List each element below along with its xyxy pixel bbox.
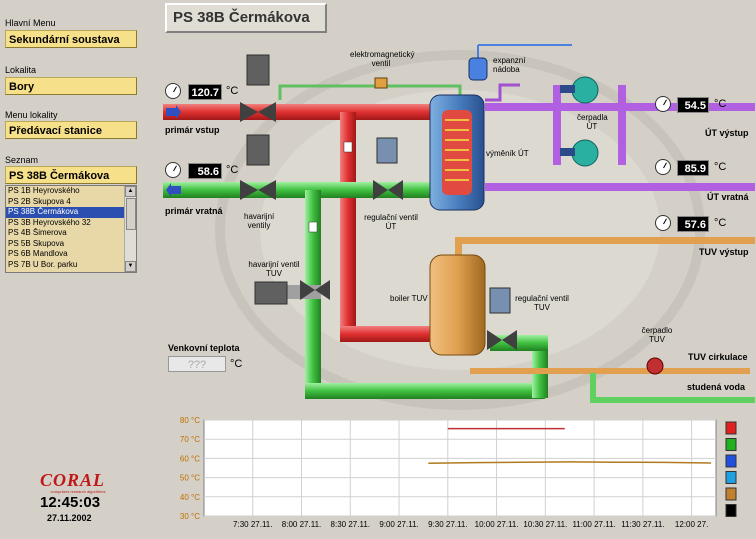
- chart-y-tick-label: 30 °C: [180, 512, 200, 521]
- exchanger-label: výměník ÚT: [486, 149, 529, 158]
- chart-legend-swatch: [725, 421, 737, 435]
- expansion-tank-label: expanzní nádoba: [493, 56, 526, 74]
- em-valve-label: elektromagnetický ventil: [350, 50, 415, 68]
- location-menu-label: Menu lokality: [5, 110, 58, 120]
- chart-y-tick-label: 60 °C: [180, 454, 200, 463]
- chart-x-tick-label: 9:00 27.11.: [379, 520, 418, 529]
- scroll-thumb[interactable]: [126, 198, 136, 230]
- primary-supply-label: primár vstup: [165, 125, 220, 135]
- coral-logo: CORAL: [40, 470, 106, 490]
- list-item[interactable]: PS 5B Skupova: [8, 238, 65, 248]
- chart-x-tick-label: 8:00 27.11.: [282, 520, 321, 529]
- tuv-supply-value: 57.6: [677, 216, 709, 232]
- list-item[interactable]: PS 1B Heyrovského: [8, 186, 80, 195]
- chart-legend-swatch: [725, 487, 737, 501]
- gauge-icon: [655, 159, 671, 175]
- primary-return-unit: °C: [226, 164, 239, 176]
- chart-legend-swatch: [725, 471, 737, 484]
- logo-subtitle: computers research algorithms: [50, 489, 106, 494]
- ut-return-unit: °C: [714, 161, 727, 173]
- chart-x-tick-label: 10:30 27.11.: [523, 520, 567, 529]
- gauge-icon: [655, 96, 671, 112]
- tuv-supply-label: TUV výstup: [699, 247, 749, 257]
- ut-supply-unit: °C: [714, 98, 727, 110]
- location-menu-select[interactable]: Předávací stanice: [5, 121, 137, 139]
- ut-pumps-label: čerpadla ÚT: [577, 113, 608, 131]
- list-item[interactable]: PS 6B Mandlova: [8, 249, 68, 258]
- primary-return-value: 58.6: [188, 163, 222, 179]
- tuv-emergency-valve-label: havarijní ventil TUV: [248, 260, 300, 278]
- gauge-icon: [165, 83, 181, 99]
- list-item[interactable]: PS 2B Skupova 4: [8, 196, 71, 206]
- primary-supply-unit: °C: [226, 85, 239, 97]
- ut-supply-value: 54.5: [677, 97, 709, 113]
- list-item[interactable]: PS 4B Šimerova: [8, 228, 67, 237]
- page-title: PS 38B Čermákova: [165, 3, 327, 33]
- list-item[interactable]: PS 3B Heyrovského 32: [8, 217, 91, 227]
- list-item[interactable]: PS 7B U Bor. parku: [8, 259, 78, 269]
- chart-y-tick-label: 50 °C: [180, 474, 200, 483]
- clock-time: 12:45:03: [40, 494, 101, 511]
- tuv-control-valve-label: regulační ventil TUV: [515, 294, 569, 312]
- chart-plot-area: [203, 419, 717, 517]
- chart-x-tick-label: 7:30 27.11.: [233, 520, 272, 529]
- chart-x-tick-label: 11:30 27.11.: [621, 520, 664, 529]
- chart-x-tick-label: 11:00 27.11.: [572, 520, 615, 529]
- chart-x-tick-label: 10:00 27.11.: [475, 520, 519, 529]
- chart-x-tick-label: 12:00 27.: [675, 520, 708, 529]
- main-menu-label: Hlavní Menu: [5, 18, 56, 28]
- tuv-pump-label: čerpadlo TUV: [641, 326, 673, 344]
- scroll-up-icon[interactable]: ▲: [125, 186, 136, 197]
- ut-return-value: 85.9: [677, 160, 709, 176]
- listbox-scrollbar[interactable]: ▲ ▼: [124, 186, 136, 272]
- ut-supply-label: ÚT výstup: [705, 128, 749, 138]
- main-menu-select[interactable]: Sekundární soustava: [5, 30, 137, 48]
- outdoor-temp-label: Venkovní teplota: [168, 343, 240, 353]
- outdoor-temp-unit: °C: [230, 358, 243, 370]
- emergency-valves-label: havarijní ventily: [244, 212, 275, 230]
- chart-y-tick-label: 70 °C: [180, 435, 200, 444]
- location-label: Lokalita: [5, 65, 37, 75]
- primary-supply-value: 120.7: [188, 84, 222, 100]
- chart-legend-swatch: [725, 454, 737, 468]
- outdoor-temp-value: ???: [168, 356, 226, 372]
- list-current-value[interactable]: PS 38B Čermákova: [5, 166, 137, 184]
- chart-legend-swatch: [725, 438, 737, 451]
- gauge-icon: [655, 215, 671, 231]
- clock-date: 27.11.2002: [47, 513, 92, 523]
- chart-y-tick-label: 40 °C: [180, 493, 200, 502]
- chart-legend-swatch: [725, 504, 737, 517]
- list-label: Seznam: [5, 155, 39, 165]
- ut-control-valve-label: regulační ventil ÚT: [364, 213, 418, 231]
- boiler-label: boiler TUV: [390, 294, 428, 303]
- ut-return-label: ÚT vratná: [707, 192, 749, 202]
- temperature-trend-chart: 80 °C 70 °C 60 °C 50 °C 40 °C 30 °C 7:30 27.11…: [180, 416, 737, 529]
- cold-water-label: studená voda: [687, 382, 746, 392]
- list-item[interactable]: PS 38B Čermákova: [6, 207, 126, 218]
- tuv-circulation-label: TUV cirkulace: [688, 352, 748, 362]
- chart-x-tick-label: 9:30 27.11.: [428, 520, 467, 529]
- tuv-supply-unit: °C: [714, 217, 727, 229]
- location-select[interactable]: Bory: [5, 77, 137, 95]
- chart-x-tick-label: 8:30 27.11.: [331, 520, 370, 529]
- chart-series-line-1: [428, 461, 712, 464]
- primary-return-label: primár vratná: [165, 206, 223, 216]
- scroll-down-icon[interactable]: ▼: [125, 261, 136, 272]
- gauge-icon: [165, 162, 181, 178]
- system-diagram: [163, 44, 755, 410]
- chart-y-tick-label: 80 °C: [180, 416, 200, 425]
